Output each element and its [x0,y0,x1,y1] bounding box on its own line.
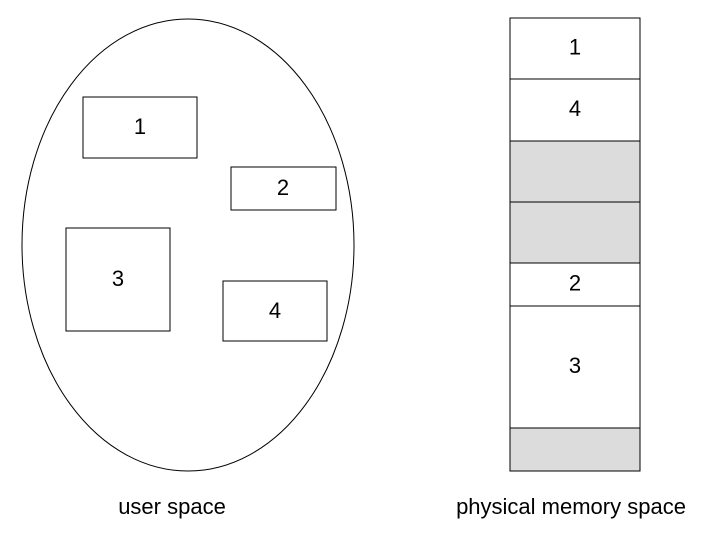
user-segment-2: 2 [230,166,337,211]
user-segment-2-box [230,166,337,211]
memory-block [509,427,641,472]
user-segment-3-label: 3 [112,266,124,291]
user-segment-2-label: 2 [277,175,289,200]
physical-memory-blocks: 1 4 2 3 [509,17,641,472]
user-space-group: 1 2 3 4 user space [21,18,355,519]
memory-block-label: 2 [569,270,581,295]
memory-block: 1 [509,17,641,80]
memory-block [509,140,641,203]
memory-block-used [509,262,641,307]
memory-block-free [509,427,641,472]
user-space-ellipse [21,18,355,472]
memory-block [509,201,641,264]
user-segment-1: 1 [82,96,198,159]
user-segment-1-box [82,96,198,159]
physical-memory-caption: physical memory space [456,494,686,519]
memory-block-free [509,201,641,264]
memory-block-used [509,305,641,429]
memory-block: 3 [509,305,641,429]
user-segment-3: 3 [65,227,171,332]
memory-block: 4 [509,78,641,142]
memory-block-free [509,140,641,203]
user-segment-3-box [65,227,171,332]
memory-block-label: 4 [569,96,581,121]
memory-block-used [509,78,641,142]
user-space-caption: user space [118,494,226,519]
memory-block-label: 3 [569,353,581,378]
memory-block: 2 [509,262,641,307]
memory-block-label: 1 [569,34,581,59]
user-segment-4: 4 [222,280,328,342]
physical-memory-group: 1 4 2 3 physical memory space [456,17,686,519]
user-segment-4-box [222,280,328,342]
user-segment-1-label: 1 [134,114,146,139]
user-segment-4-label: 4 [269,298,281,323]
